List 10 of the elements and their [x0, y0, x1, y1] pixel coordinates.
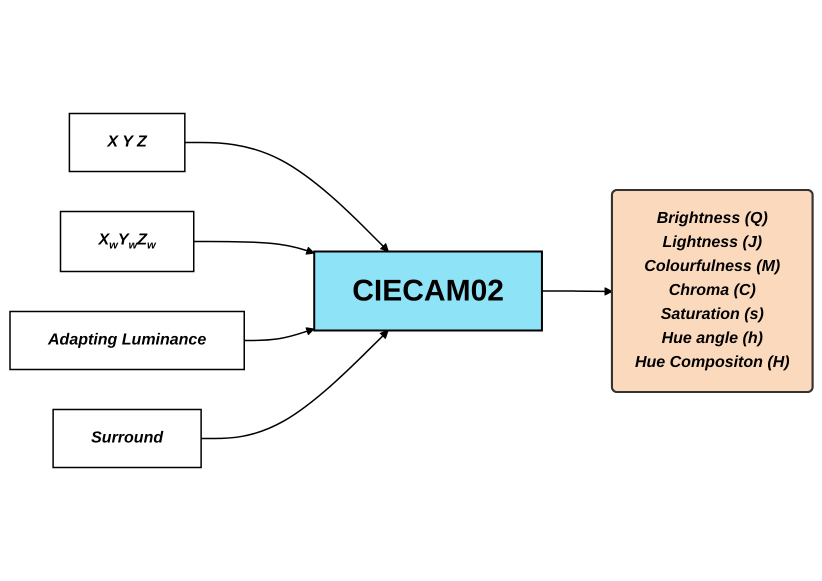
arrow: [200, 330, 388, 440]
node-box: X$_{w}$Y$_{w}$Z$_{w}$: [59, 210, 194, 272]
node-box: CIECAM02: [312, 250, 543, 332]
node-box: Adapting Luminance: [8, 310, 245, 370]
arrow: [244, 327, 314, 342]
node-box: X Y Z: [68, 112, 186, 172]
arrow: [184, 142, 389, 252]
arrow: [542, 286, 613, 296]
node-box: Surround: [52, 408, 202, 468]
arrow: [193, 240, 314, 255]
